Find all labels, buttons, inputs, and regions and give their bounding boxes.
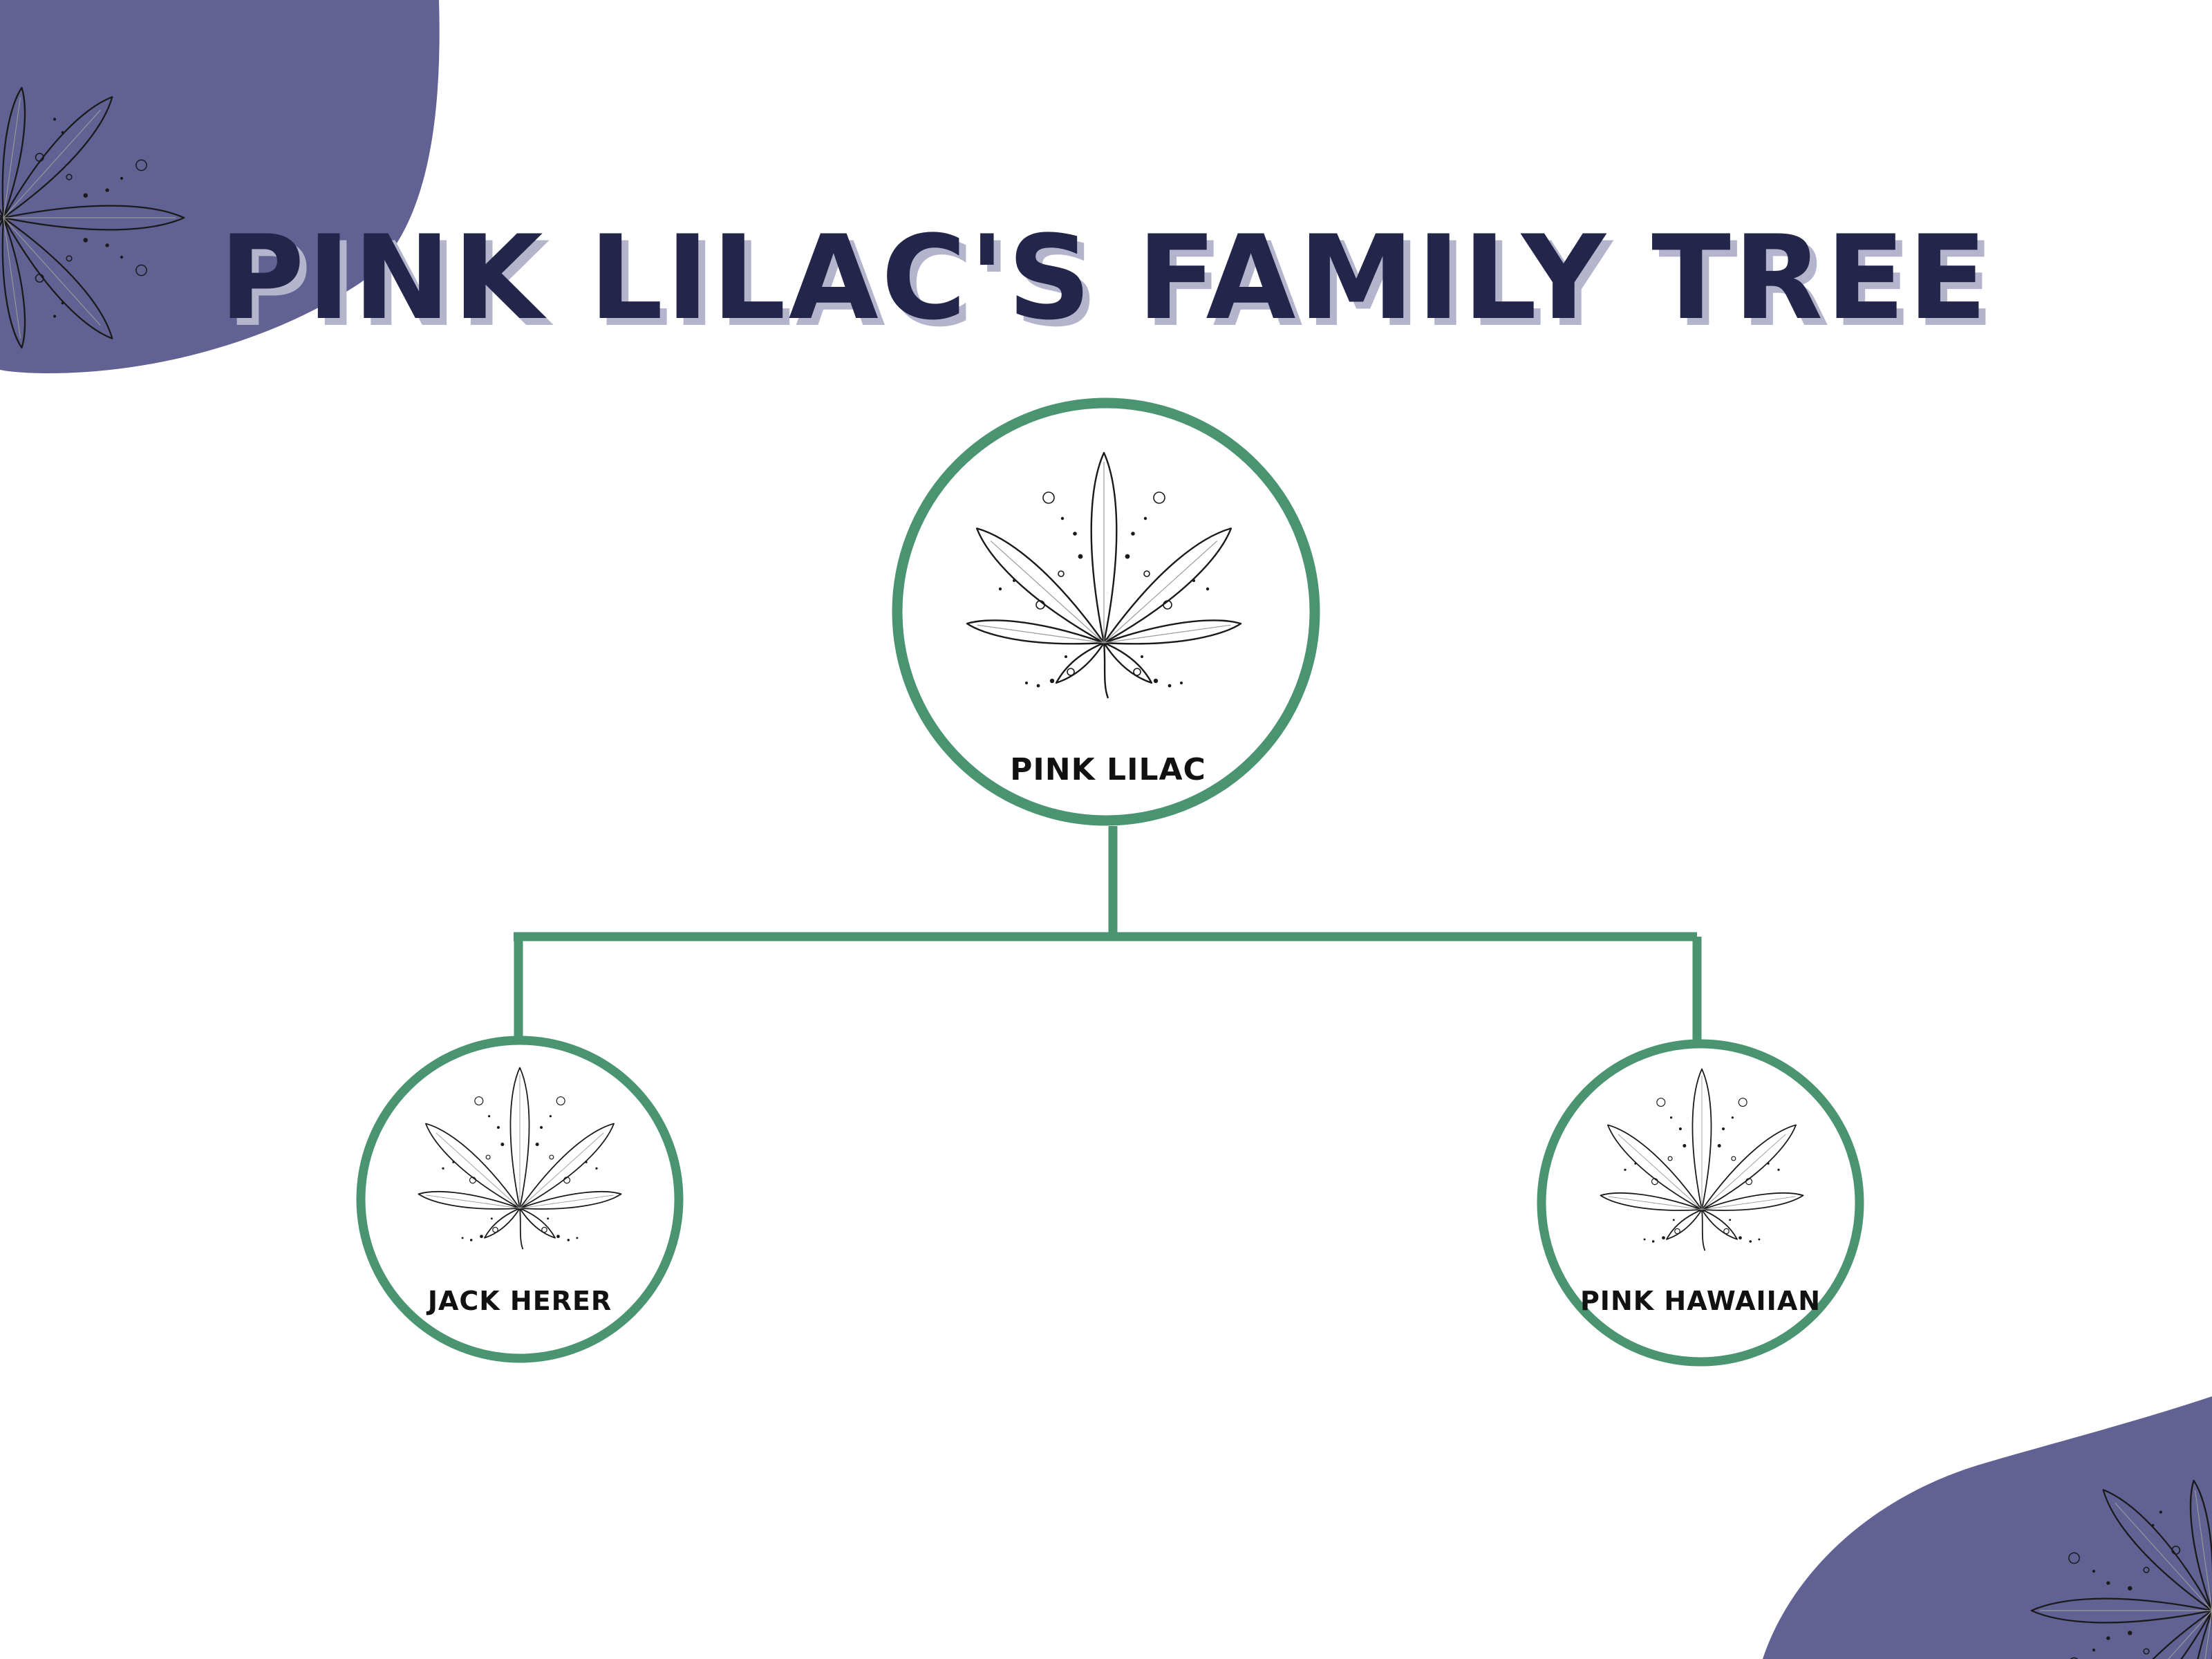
top-left-blob [0,0,440,373]
node-label-child-0: JACK HERER [426,1286,612,1316]
node-label-child-1: PINK HAWAIIAN [1580,1286,1821,1316]
tree-node-child-left: JACK HERER [356,1035,684,1363]
tree-node-child-right: PINK HAWAIIAN [1537,1039,1864,1367]
page-title-text: PINK LILAC'S FAMILY TREE [219,210,1989,346]
node-label-root: PINK LILAC [1010,752,1206,787]
tree-node-root: PINK LILAC [892,397,1320,826]
tree-connectors [514,826,1702,1044]
node-circle [892,397,1320,826]
bottom-right-blob [1763,1396,2212,1659]
corner-decoration-top-left [0,0,440,373]
corner-decoration-bottom-right [1763,1396,2212,1659]
page-title-shadow: PINK LILAC'S FAMILY TREE [226,217,1996,353]
page-title: PINK LILAC'S FAMILY TREE PINK LILAC'S FA… [219,210,1996,353]
